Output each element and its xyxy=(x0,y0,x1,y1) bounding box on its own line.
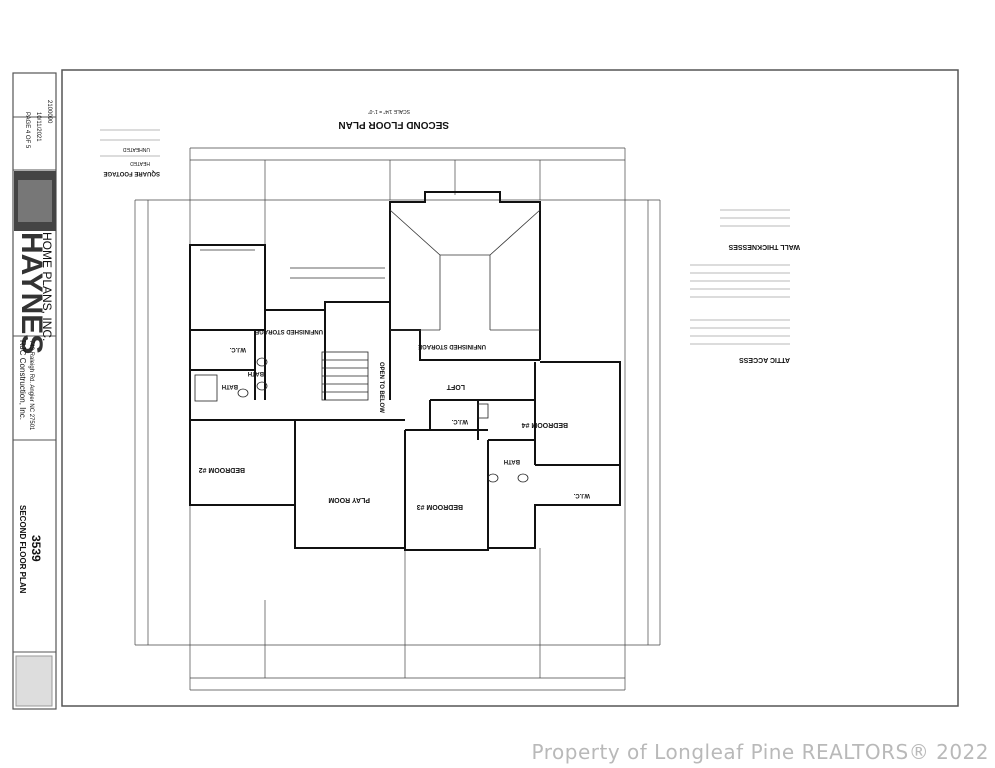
client-name: RJC Construction, Inc. xyxy=(18,340,27,420)
room-play-room: PLAY ROOM xyxy=(328,496,370,503)
room-storage-1: UNFINISHED STORAGE xyxy=(255,328,323,334)
bath-fixtures xyxy=(194,357,529,483)
room-wic-2: W.I.C. xyxy=(451,418,468,424)
room-wic-3: W.I.C. xyxy=(573,492,590,498)
room-loft: LOFT xyxy=(446,383,465,390)
title-block-border xyxy=(12,72,57,710)
room-labels: BEDROOM #2 PLAY ROOM BEDROOM #3 BEDROOM … xyxy=(199,328,590,510)
company-sub-text: HOME PLANS, INC. xyxy=(40,232,54,341)
room-wic-1: W.I.C. xyxy=(229,346,246,352)
wall-attic-notes: WALL THICKNESSES ATTIC ACCESS xyxy=(690,209,800,363)
svg-text:HEATED: HEATED xyxy=(130,160,150,166)
roof-lines xyxy=(200,209,541,331)
room-bedroom-2: BEDROOM #2 xyxy=(199,466,245,473)
svg-text:UNHEATED: UNHEATED xyxy=(122,146,150,152)
plan-title: SECOND FLOOR PLAN xyxy=(338,119,449,130)
stair xyxy=(321,351,369,401)
room-bath-3: BATH xyxy=(504,458,520,464)
svg-text:ATTIC ACCESS: ATTIC ACCESS xyxy=(739,356,790,363)
svg-text:WALL THICKNESSES: WALL THICKNESSES xyxy=(728,243,800,250)
svg-text:SQUARE FOOTAGE: SQUARE FOOTAGE xyxy=(103,170,160,176)
room-storage-2: UNFINISHED STORAGE xyxy=(418,343,486,349)
watermark: Property of Longleaf Pine REALTORS® 2022 xyxy=(531,740,989,764)
walls xyxy=(189,191,621,551)
room-bedroom-4: BEDROOM #4 xyxy=(522,421,568,428)
company-logo-text: HAYNES xyxy=(15,232,48,354)
square-footage-notes: SQUARE FOOTAGE HEATED UNHEATED xyxy=(100,129,160,176)
title-block-job: 2100090 xyxy=(46,100,52,124)
title-block: PAGE 4 OF 5 10/11/2021 2100090 HAYNES HO… xyxy=(13,100,56,707)
sheet-border xyxy=(61,69,959,707)
room-bath-2: BATH xyxy=(248,370,264,376)
plan-number: 3539 xyxy=(29,535,43,562)
room-bath-1: BATH xyxy=(222,383,238,389)
room-open-below: OPEN TO BELOW xyxy=(378,362,384,413)
client-address: 743 Raleigh Rd. Angier NC 27501 xyxy=(28,340,34,431)
title-block-date: 10/11/2021 xyxy=(35,112,41,142)
room-bedroom-3: BEDROOM #3 xyxy=(417,503,463,510)
title-block-page: PAGE 4 OF 5 xyxy=(24,112,30,149)
plan-scale: SCALE 1/4" = 1'-0" xyxy=(368,108,410,114)
sheet-title: SECOND FLOOR PLAN xyxy=(18,505,27,594)
